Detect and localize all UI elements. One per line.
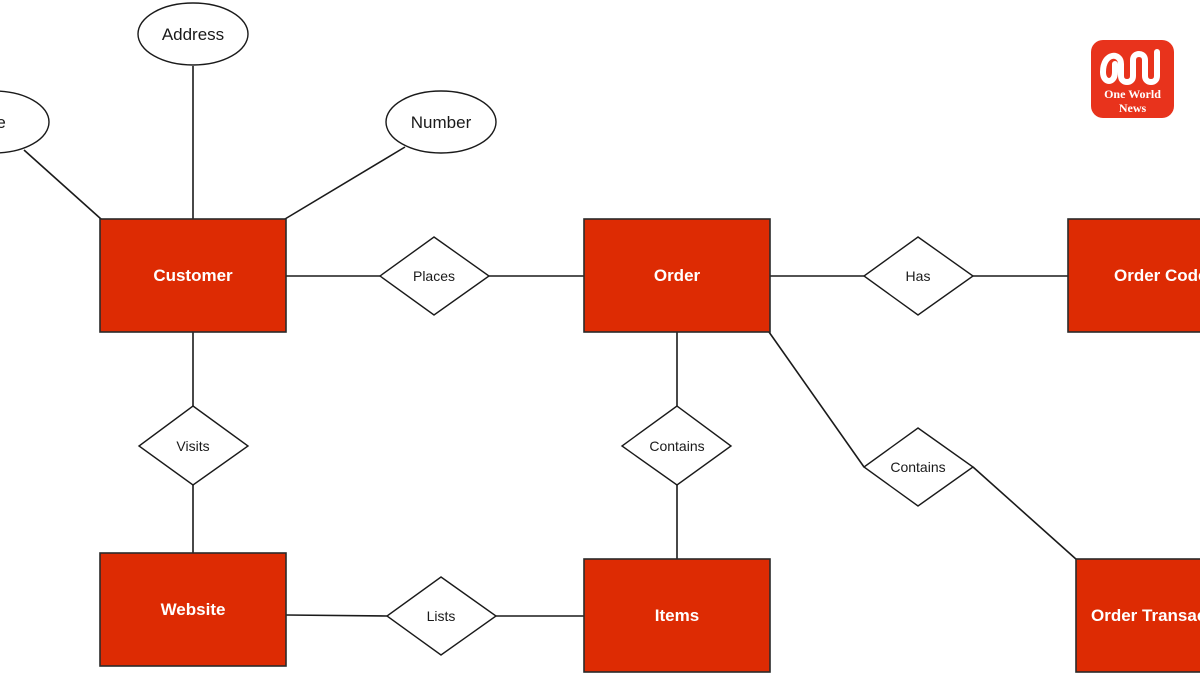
connector-lines	[23, 66, 1078, 617]
relationship-places-label: Places	[413, 268, 455, 284]
logo-text-line2: News	[1118, 101, 1147, 115]
relationship-places: Places	[378, 236, 491, 316]
relationship-lists: Lists	[385, 576, 498, 656]
relationship-lists-label: Lists	[427, 608, 456, 624]
connector-order-contains2	[768, 331, 865, 468]
connector-number-customer	[284, 146, 406, 220]
relationship-contains-transaction-label: Contains	[890, 459, 945, 475]
connector-contains2-transaction	[972, 466, 1078, 561]
entity-order-transaction-label: Order Transac	[1091, 606, 1200, 625]
relationship-contains-items: Contains	[620, 405, 733, 486]
entity-order-label: Order	[654, 266, 701, 285]
attribute-number: Number	[385, 90, 497, 154]
entity-website: Website	[99, 552, 287, 667]
entity-customer: Customer	[99, 218, 287, 333]
entity-order-code: Order Code	[1067, 218, 1200, 333]
connector-website-lists	[285, 614, 388, 617]
relationship-contains-items-label: Contains	[649, 438, 704, 454]
attribute-address: Address	[137, 2, 249, 66]
entity-items: Items	[583, 558, 771, 673]
relationship-contains-transaction: Contains	[862, 427, 975, 507]
attribute-number-label: Number	[411, 113, 472, 132]
entity-order-transaction: Order Transac	[1075, 558, 1200, 673]
entity-order: Order	[583, 218, 771, 333]
relationship-visits-label: Visits	[176, 438, 209, 454]
attribute-name: me	[0, 90, 50, 154]
logo-mark-icon	[1100, 49, 1160, 85]
logo-text-line1: One World	[1104, 87, 1161, 101]
one-world-news-logo: One World News	[1091, 40, 1174, 118]
entity-website-label: Website	[161, 600, 226, 619]
connector-name-customer	[23, 149, 102, 220]
entity-items-label: Items	[655, 606, 699, 625]
entity-customer-label: Customer	[153, 266, 233, 285]
relationship-visits: Visits	[137, 405, 250, 486]
attribute-name-label: me	[0, 113, 6, 132]
attribute-address-label: Address	[162, 25, 224, 44]
entity-order-code-label: Order Code	[1114, 266, 1200, 285]
relationship-has: Has	[862, 236, 975, 316]
relationship-has-label: Has	[906, 268, 931, 284]
